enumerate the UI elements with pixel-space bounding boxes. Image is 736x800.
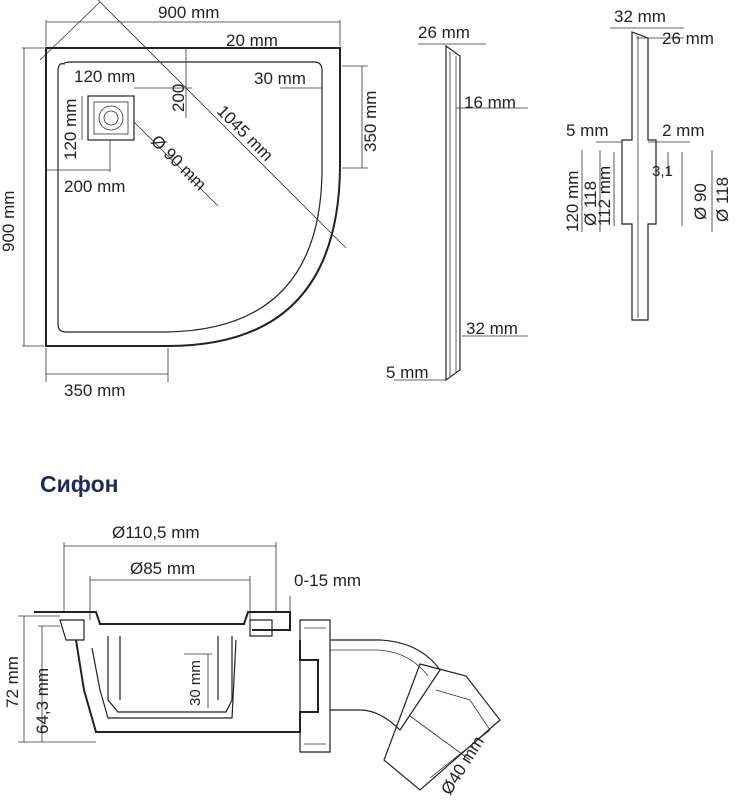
siphon-elbow [330, 639, 441, 731]
drain-box-width-label: 120 mm [74, 67, 135, 86]
drain-box-height-label: 120 mm [61, 99, 80, 160]
siphon-adjust-label: 0-15 mm [294, 571, 361, 590]
drain-diameter-label: Ø 90 mm [147, 131, 210, 194]
detail-profile [621, 31, 657, 321]
side-bottom-right-label: 32 mm [466, 319, 518, 338]
drain-square [87, 95, 135, 141]
siphon-height-64-label: 64,3 mm [33, 668, 52, 734]
side-profile [445, 44, 461, 382]
straight-right-label: 350 mm [361, 91, 380, 152]
tray-width-label: 900 mm [158, 3, 219, 22]
siphon-title: Сифон [40, 471, 119, 497]
rim-side-label: 30 mm [254, 69, 306, 88]
straight-bottom-label: 350 mm [64, 381, 125, 400]
detail-left-label: 5 mm [566, 121, 609, 140]
detail-top1-label: 32 mm [614, 7, 666, 26]
detail-d112-label: 112 mm [595, 166, 614, 226]
siphon-inner-diameter-label: Ø85 mm [130, 559, 195, 578]
siphon-outer-diameter-label: Ø110,5 mm [112, 523, 200, 542]
siphon-height-72-label: 72 mm [3, 656, 22, 708]
detail-d90-label: Ø 90 [691, 183, 710, 220]
siphon-flange [34, 611, 291, 631]
diagonal-label: 1045 mm [213, 101, 277, 165]
siphon-outlet [383, 663, 501, 791]
tray-inner-rim [57, 61, 323, 333]
rim-inner-label: 20 mm [226, 31, 278, 50]
tray-top-view: 900 mm 900 mm 20 mm 30 mm 350 mm 350 mm … [0, 0, 380, 400]
siphon-drawing: Ø110,5 mm Ø85 mm 0-15 mm 72 mm 64,3 mm 3… [3, 523, 501, 798]
drain-detail-view: 32 mm 26 mm 5 mm 2 mm 120 mm Ø 118 112 m… [563, 7, 732, 321]
detail-v31-label: 3,1 [652, 163, 673, 180]
tray-side-view: 26 mm 16 mm 32 mm 5 mm [386, 23, 528, 382]
detail-top2-label: 26 mm [662, 29, 714, 48]
side-mid-label: 16 mm [464, 93, 516, 112]
side-top-label: 26 mm [418, 23, 470, 42]
detail-d118b-label: Ø 118 [713, 177, 732, 222]
detail-right-label: 2 mm [662, 121, 705, 140]
siphon-depth-label: 30 mm [187, 660, 204, 706]
siphon-outlet-label: Ø40 mm [437, 733, 488, 798]
side-bottom-left-label: 5 mm [386, 363, 429, 382]
siphon-nut [299, 619, 331, 753]
detail-height-label: 120 mm [563, 171, 582, 232]
tray-height-label: 900 mm [0, 191, 18, 252]
tray-outline [45, 47, 341, 347]
detail-d118a-label: Ø 118 [581, 181, 600, 226]
drain-offset-y-label: 200 [169, 84, 188, 112]
drain-grate-icon [98, 105, 124, 131]
drain-offset-x-label: 200 mm [64, 177, 125, 196]
